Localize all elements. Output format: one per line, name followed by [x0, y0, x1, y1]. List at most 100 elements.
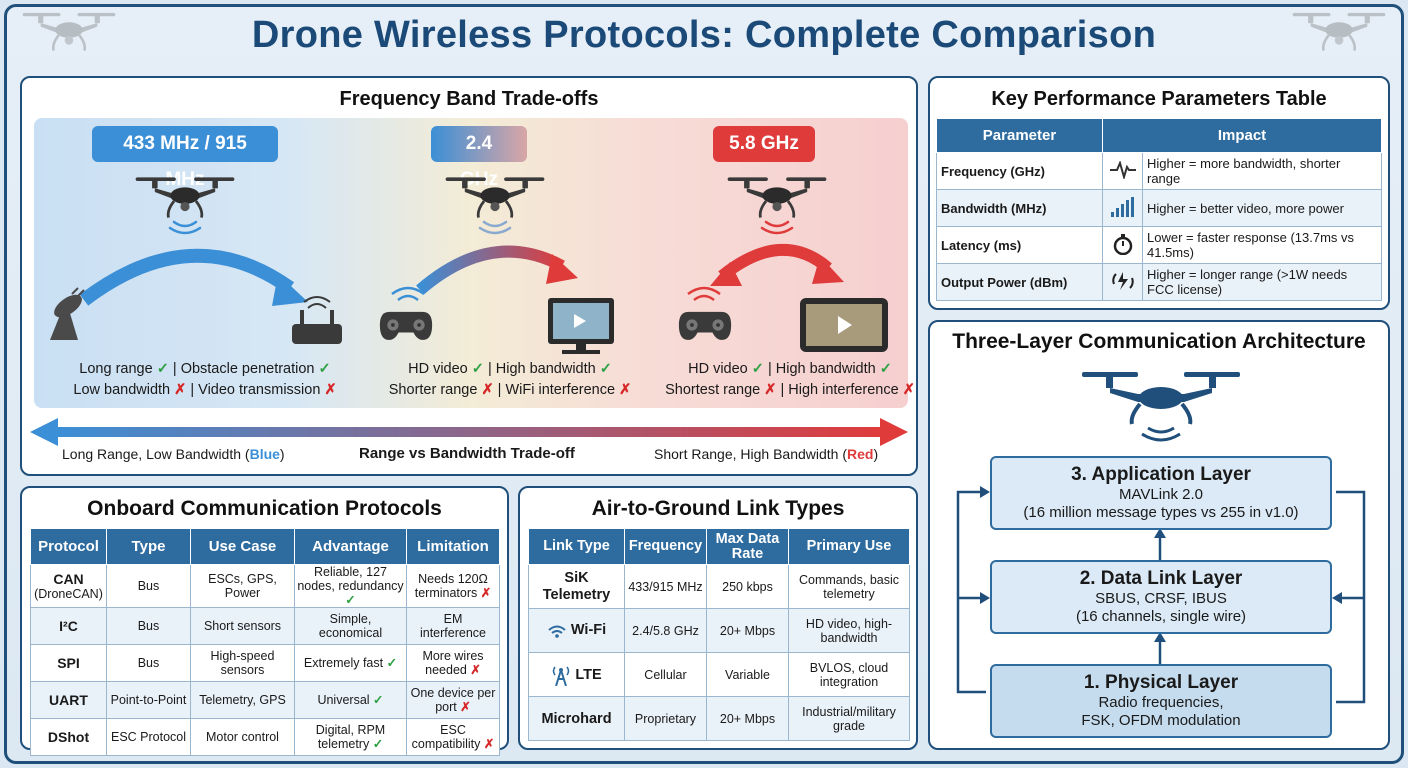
link-cell: Wi-Fi — [528, 608, 625, 653]
air-to-ground-panel: Air-to-Ground Link Types Link Type Frequ… — [518, 486, 918, 750]
drone-icon — [1082, 372, 1240, 442]
signal-bars-icon — [1102, 189, 1143, 227]
table-row: CAN(DroneCAN) Bus ESCs, GPS, Power Relia… — [30, 564, 500, 608]
protocol-cell: UART — [30, 681, 107, 719]
table-row: I²C Bus Short sensors Simple, economical… — [30, 607, 500, 645]
onboard-table: Protocol Type Use Case Advantage Limitat… — [30, 528, 500, 756]
kpi-panel: Key Performance Parameters Table Paramet… — [928, 76, 1390, 310]
impact-cell: Lower = faster response (13.7ms vs 41.5m… — [1142, 226, 1382, 264]
layer-name: 2. Data Link Layer — [1079, 568, 1243, 589]
limitation-cell: More wires needed ✗ — [406, 644, 500, 682]
layer-name: 3. Application Layer — [1071, 464, 1251, 485]
freq-cell: 433/915 MHz — [624, 564, 707, 609]
architecture-panel-title: Three-Layer Communication Architecture — [952, 330, 1366, 353]
waveform-icon — [1102, 152, 1143, 190]
param-cell: Frequency (GHz) — [936, 152, 1103, 190]
table-row: UART Point-to-Point Telemetry, GPS Unive… — [30, 681, 500, 719]
router-icon — [292, 296, 342, 344]
band-2-4-tradeoffs: HD video ✓ | High bandwidth ✓ Shorter ra… — [388, 361, 632, 398]
protocol-cell: DShot — [30, 718, 107, 756]
limitation-cell: EM interference — [406, 607, 500, 645]
use-cell: High-speed sensors — [190, 644, 295, 682]
layer-flow-arrows — [956, 486, 1366, 704]
onboard-panel-title: Onboard Communication Protocols — [87, 497, 442, 520]
impact-cell: Higher = longer range (>1W needs FCC lic… — [1142, 263, 1382, 301]
table-row: Frequency (GHz) Higher = more bandwidth,… — [936, 152, 1382, 190]
column-header: Type — [106, 528, 191, 565]
table-row: DShot ESC Protocol Motor control Digital… — [30, 718, 500, 756]
column-header: Advantage — [294, 528, 407, 565]
axis-left-label: Long Range, Low Bandwidth (Blue) — [62, 446, 285, 462]
advantage-cell: Simple, economical — [294, 607, 407, 645]
freq-cell: 2.4/5.8 GHz — [624, 608, 707, 653]
application-layer-box: 3. Application Layer MAVLink 2.0 (16 mil… — [990, 456, 1332, 530]
band-illustrations — [50, 220, 888, 354]
controller-icon — [379, 311, 433, 340]
layer-desc: SBUS, CRSF, IBUS — [1095, 590, 1227, 607]
use-cell: Commands, basic telemetry — [788, 564, 910, 609]
architecture-panel: Three-Layer Communication Architecture — [928, 320, 1390, 750]
advantage-cell: Digital, RPM telemetry ✓ — [294, 718, 407, 756]
cell-tower-icon — [553, 666, 570, 686]
param-cell: Output Power (dBm) — [936, 263, 1103, 301]
stopwatch-icon — [1102, 226, 1143, 264]
axis-right-label: Short Range, High Bandwidth (Red) — [654, 446, 879, 462]
advantage-cell: Universal ✓ — [294, 681, 407, 719]
advantage-cell: Reliable, 127 nodes, redundancy ✓ — [294, 564, 407, 608]
table-row: LTE Cellular Variable BVLOS, cloud integ… — [528, 652, 910, 697]
data-link-layer-box: 2. Data Link Layer SBUS, CRSF, IBUS (16 … — [990, 560, 1332, 634]
column-header: Use Case — [190, 528, 295, 565]
range-bandwidth-arrow — [30, 418, 908, 446]
layer-desc: FSK, OFDM modulation — [1081, 712, 1241, 729]
param-cell: Bandwidth (MHz) — [936, 189, 1103, 227]
type-cell: Bus — [106, 607, 191, 645]
column-header: Primary Use — [788, 528, 910, 565]
limitation-cell: ESC compatibility ✗ — [406, 718, 500, 756]
frequency-panel-title: Frequency Band Trade-offs — [339, 88, 599, 110]
wifi-icon — [548, 625, 566, 638]
type-cell: ESC Protocol — [106, 718, 191, 756]
use-cell: Telemetry, GPS — [190, 681, 295, 719]
controller-icon — [678, 311, 732, 340]
physical-layer-box: 1. Physical Layer Radio frequencies, FSK… — [990, 664, 1332, 738]
type-cell: Bus — [106, 564, 191, 608]
table-row: SiK Telemetry 433/915 MHz 250 kbps Comma… — [528, 564, 910, 609]
use-cell: BVLOS, cloud integration — [788, 652, 910, 697]
satellite-dish-icon — [50, 287, 85, 340]
column-header: Limitation — [406, 528, 500, 565]
air-link-table: Link Type Frequency Max Data Rate Primar… — [528, 528, 910, 741]
type-cell: Bus — [106, 644, 191, 682]
column-header: Max Data Rate — [706, 528, 789, 565]
link-cell: Microhard — [528, 696, 625, 741]
band-badge-5-8: 5.8 GHz — [713, 126, 815, 162]
band-5-8-tradeoffs: HD video ✓ | High bandwidth ✓ Shortest r… — [665, 361, 915, 398]
layer-desc: Radio frequencies, — [1098, 694, 1224, 711]
axis-center-label: Range vs Bandwidth Trade-off — [359, 445, 575, 462]
frequency-band-panel: Frequency Band Trade-offs 433 MHz / 915 … — [20, 76, 918, 476]
layer-desc: (16 channels, single wire) — [1075, 608, 1247, 625]
table-row: SPI Bus High-speed sensors Extremely fas… — [30, 644, 500, 682]
column-header: Link Type — [528, 528, 625, 565]
table-header-row: Link Type Frequency Max Data Rate Primar… — [528, 528, 910, 565]
monitor-icon — [548, 298, 614, 354]
table-row: Bandwidth (MHz) Higher = better video, m… — [936, 189, 1382, 227]
use-cell: Industrial/military grade — [788, 696, 910, 741]
table-header-row: Protocol Type Use Case Advantage Limitat… — [30, 528, 500, 565]
table-header-row: Parameter Impact — [936, 118, 1382, 153]
use-cell: ESCs, GPS, Power — [190, 564, 295, 608]
rate-cell: 250 kbps — [706, 564, 789, 609]
table-row: Latency (ms) Lower = faster response (13… — [936, 226, 1382, 264]
protocol-cell: I²C — [30, 607, 107, 645]
kpi-table: Parameter Impact Frequency (GHz) Higher … — [936, 118, 1382, 301]
rate-cell: 20+ Mbps — [706, 608, 789, 653]
link-cell: LTE — [528, 652, 625, 697]
page-title: Drone Wireless Protocols: Complete Compa… — [251, 14, 1157, 56]
onboard-protocols-panel: Onboard Communication Protocols Protocol… — [20, 486, 509, 756]
table-row: Microhard Proprietary 20+ Mbps Industria… — [528, 696, 910, 741]
column-header: Frequency — [624, 528, 707, 565]
band-low-tradeoffs: Long range ✓ | Obstacle penetration ✓ Lo… — [73, 361, 337, 398]
band-badge-low: 433 MHz / 915 MHz — [92, 126, 278, 190]
tablet-icon — [800, 298, 888, 352]
layer-desc: (16 million message types vs 255 in v1.0… — [1023, 504, 1299, 521]
table-row: Wi-Fi 2.4/5.8 GHz 20+ Mbps HD video, hig… — [528, 608, 910, 653]
